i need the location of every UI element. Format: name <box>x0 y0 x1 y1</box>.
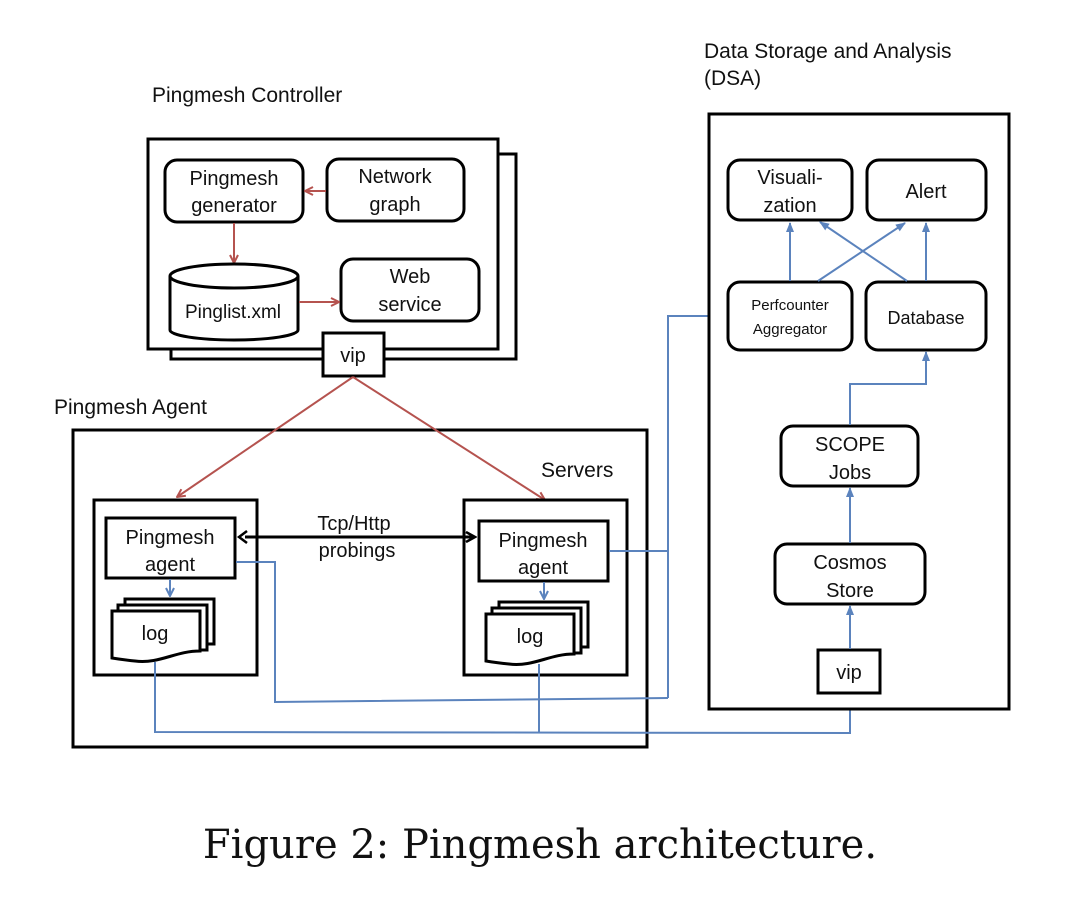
edge-vip-to-right-server <box>352 376 545 500</box>
svg-text:Pingmesh: Pingmesh <box>499 530 588 552</box>
visualization-node: Visuali- zation <box>726 158 854 222</box>
alert-node: Alert <box>865 158 988 222</box>
edge-scope-to-database <box>849 351 930 425</box>
svg-text:Pingmesh: Pingmesh <box>190 168 279 190</box>
pingmesh-generator-node: Pingmesh generator <box>163 158 305 224</box>
svg-text:Network: Network <box>358 166 432 188</box>
scope-jobs-node: SCOPE Jobs <box>779 424 920 488</box>
svg-text:Pingmesh: Pingmesh <box>126 527 215 549</box>
svg-text:graph: graph <box>369 194 420 216</box>
svg-text:log: log <box>142 623 169 645</box>
dsa-title-line1: Data Storage and Analysis <box>704 40 952 63</box>
right-log-document-icon: log <box>484 600 590 666</box>
svg-text:Perfcounter: Perfcounter <box>751 297 829 314</box>
edge-left-agent-to-perfcounter <box>236 561 669 704</box>
perfcounter-aggregator-node: Perfcounter Aggregator <box>726 280 854 352</box>
edge-database-to-visualization <box>819 221 908 282</box>
cosmos-store-node: Cosmos Store <box>773 542 927 606</box>
controller-vip-node: vip <box>321 331 386 378</box>
svg-text:Web: Web <box>390 266 431 288</box>
edge-agents-to-perfcounter <box>667 312 726 698</box>
right-pingmesh-agent-node: Pingmesh agent <box>477 519 610 583</box>
svg-text:SCOPE: SCOPE <box>815 434 885 456</box>
svg-text:Visuali-: Visuali- <box>757 167 822 189</box>
left-log-document-icon: log <box>110 597 216 663</box>
edge-vip-to-left-server <box>177 376 354 497</box>
svg-text:zation: zation <box>763 195 816 217</box>
svg-text:Database: Database <box>887 308 964 328</box>
dsa-vip-node: vip <box>816 648 882 695</box>
figure-caption: Figure 2: Pingmesh architecture. <box>203 822 877 868</box>
network-graph-node: Network graph <box>325 157 466 223</box>
edge-perfcounter-to-alert <box>817 222 906 282</box>
svg-text:Store: Store <box>826 580 874 602</box>
probe-arrowhead-left <box>236 530 248 544</box>
svg-text:Alert: Alert <box>905 181 947 203</box>
probe-label-line1: Tcp/Http <box>317 513 390 535</box>
svg-text:agent: agent <box>145 554 195 576</box>
agent-title: Pingmesh Agent <box>54 396 207 419</box>
svg-text:vip: vip <box>836 662 862 684</box>
web-service-node: Web service <box>339 257 481 323</box>
svg-text:generator: generator <box>191 195 277 217</box>
svg-text:vip: vip <box>340 345 366 367</box>
svg-text:service: service <box>378 294 441 316</box>
edge-left-log-to-dsa-vip <box>154 662 854 735</box>
left-pingmesh-agent-node: Pingmesh agent <box>104 516 237 580</box>
svg-text:agent: agent <box>518 557 568 579</box>
pinglist-database-icon: Pinglist.xml <box>168 262 300 342</box>
servers-label: Servers <box>541 459 613 482</box>
svg-text:Cosmos: Cosmos <box>813 552 886 574</box>
svg-text:log: log <box>517 626 544 648</box>
svg-text:Aggregator: Aggregator <box>753 321 827 338</box>
controller-title: Pingmesh Controller <box>152 84 342 107</box>
database-node: Database <box>864 280 988 352</box>
pinglist-label: Pinglist.xml <box>185 302 281 323</box>
probe-label-line2: probings <box>319 540 396 562</box>
svg-text:Jobs: Jobs <box>829 462 871 484</box>
dsa-title-line2: (DSA) <box>704 67 761 90</box>
